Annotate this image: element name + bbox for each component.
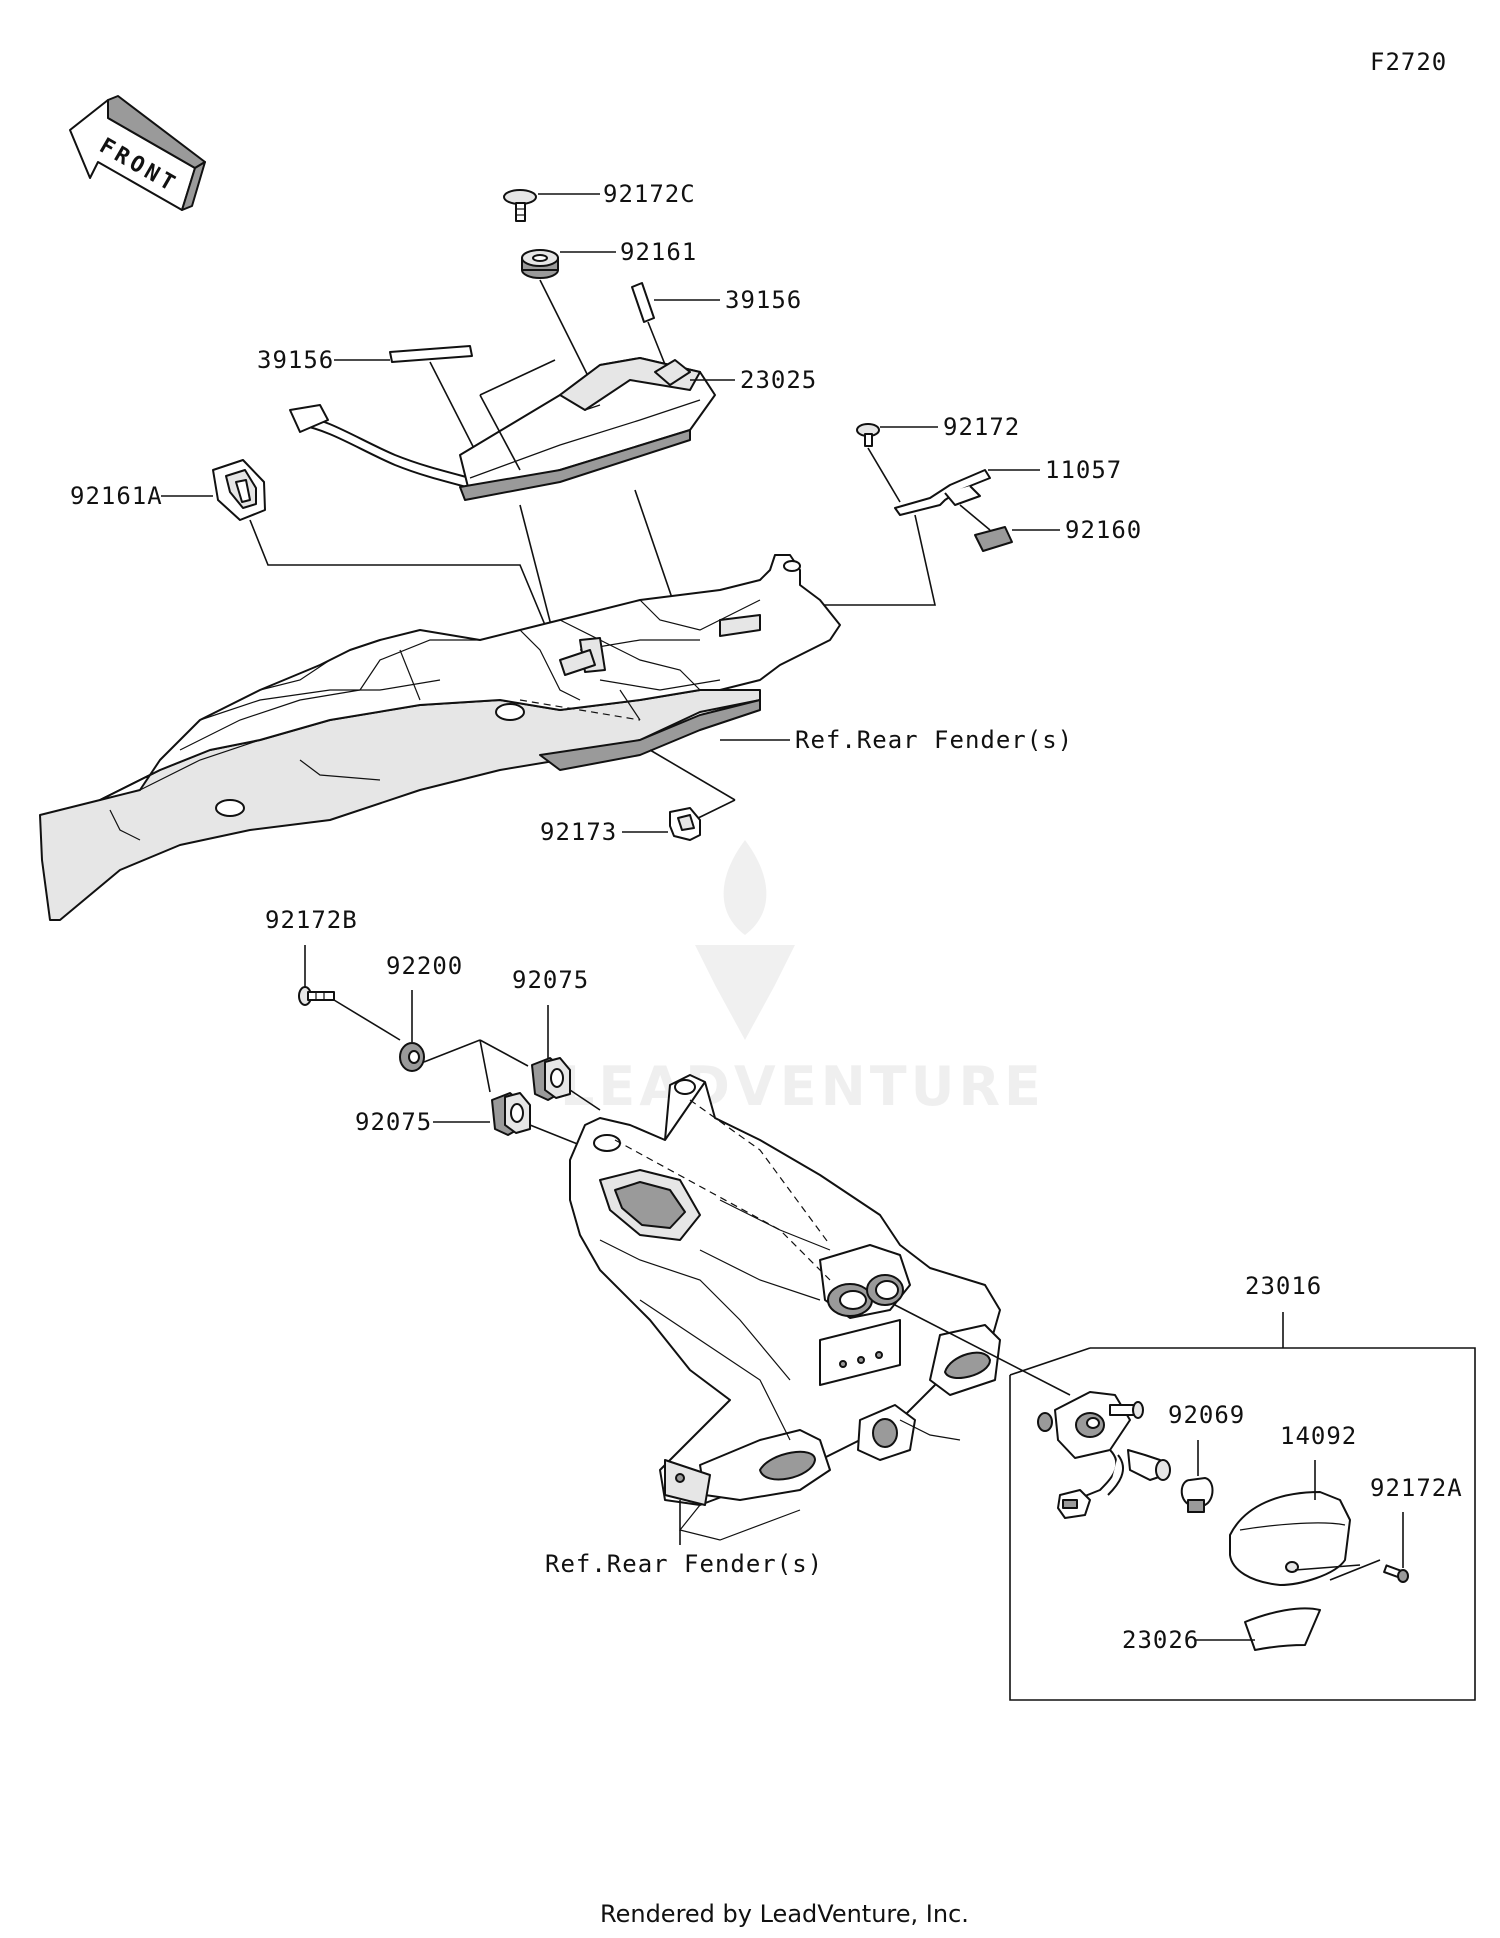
callout-11057: 11057 <box>1045 456 1122 484</box>
diagram-code: F2720 <box>1370 48 1447 76</box>
washer-92200-icon <box>399 1042 425 1072</box>
callout-39156-left: 39156 <box>257 346 334 374</box>
callout-92075-lower: 92075 <box>355 1108 432 1136</box>
reflector-23026-icon <box>1244 1607 1321 1651</box>
callout-92075-upper: 92075 <box>512 966 589 994</box>
grommet-92161-icon <box>521 249 559 279</box>
callout-23016: 23016 <box>1245 1272 1322 1300</box>
pad-39156-right-icon <box>631 282 655 323</box>
callout-92200: 92200 <box>386 952 463 980</box>
callout-92069: 92069 <box>1168 1401 1245 1429</box>
screw-92172A-icon <box>1383 1564 1409 1583</box>
clamp-92173-icon <box>669 807 701 841</box>
grommet-92075-lower-icon <box>491 1092 531 1136</box>
lens-14092-icon <box>1229 1491 1351 1586</box>
pad-39156-left-icon <box>389 345 473 363</box>
callout-ref-rear-fender-upper: Ref.Rear Fender(s) <box>795 726 1073 754</box>
lamp-socket-assembly-icon <box>1037 1391 1171 1519</box>
taillight-cover-23025-icon <box>289 357 716 501</box>
rear-fender-lower-icon <box>569 1074 1001 1541</box>
callout-92172A: 92172A <box>1370 1474 1463 1502</box>
leadventure-watermark: LEADVENTURE <box>560 840 1045 1118</box>
callout-39156-right: 39156 <box>725 286 802 314</box>
screw-92172-icon <box>856 423 880 447</box>
rear-fender-upper-icon <box>39 554 841 921</box>
group-box-23016 <box>1009 1347 1476 1701</box>
front-arrow-icon: FRONT <box>69 95 206 211</box>
watermark-text: LEADVENTURE <box>560 1055 1045 1118</box>
callout-92172: 92172 <box>943 413 1020 441</box>
pad-92160-icon <box>974 526 1013 552</box>
callout-92161: 92161 <box>620 238 697 266</box>
callout-92160: 92160 <box>1065 516 1142 544</box>
bolt-92172C-icon <box>503 189 537 222</box>
bulb-92069-icon <box>1180 1477 1214 1513</box>
callout-23026: 23026 <box>1122 1626 1199 1654</box>
callout-14092: 14092 <box>1280 1422 1357 1450</box>
footer-credit: Rendered by LeadVenture, Inc. <box>600 1900 969 1928</box>
callout-ref-rear-fender-lower: Ref.Rear Fender(s) <box>545 1550 823 1578</box>
callout-92172B: 92172B <box>265 906 358 934</box>
callout-92161A: 92161A <box>70 482 163 510</box>
bracket-11057-icon <box>894 469 991 516</box>
callout-92172C: 92172C <box>603 180 696 208</box>
bolt-92172B-icon <box>298 986 335 1006</box>
callout-23025: 23025 <box>740 366 817 394</box>
callout-92173: 92173 <box>540 818 617 846</box>
clip-92161A-icon <box>212 459 266 521</box>
grommet-92075-upper-icon <box>531 1057 571 1101</box>
